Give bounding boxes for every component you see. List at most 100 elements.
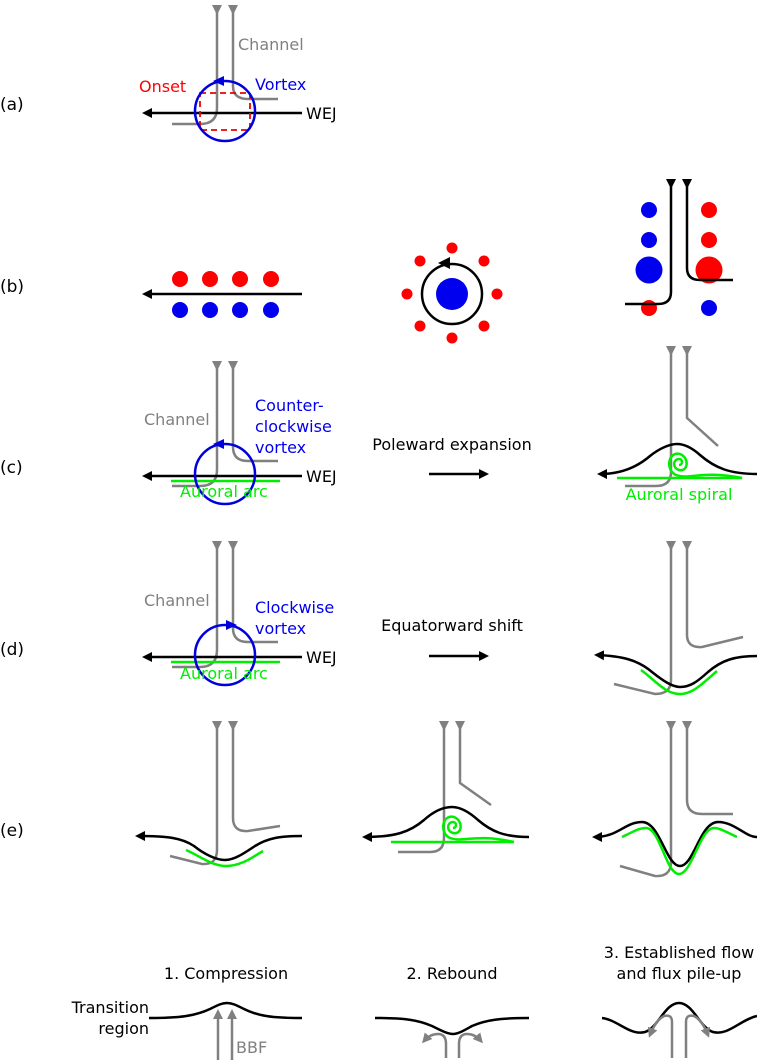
flow-circle xyxy=(420,262,484,326)
row-b: (b) xyxy=(0,179,733,344)
rebound-panel xyxy=(374,1016,530,1058)
positive-charge xyxy=(446,332,458,344)
onset-box xyxy=(199,92,251,131)
positive-charge xyxy=(401,288,413,300)
stage3-label-line2: and flux pile-up xyxy=(617,964,742,983)
auroral-spiral-label: Auroral spiral xyxy=(626,485,733,504)
channel-line-right xyxy=(228,361,278,463)
wej-label: WEJ xyxy=(306,467,337,486)
auroral-arc-label: Auroral arc xyxy=(180,482,268,501)
cw-direction-icon xyxy=(226,620,237,630)
double-bulge-panel xyxy=(592,721,757,878)
positive-charge xyxy=(414,320,426,332)
row-c: (c) Channel WEJ Counter- clockwise vorte… xyxy=(0,346,757,506)
wej-curve xyxy=(597,442,757,479)
wej-curve xyxy=(594,650,757,689)
row-label-e: (e) xyxy=(0,821,24,841)
channel-label: Channel xyxy=(144,591,210,610)
positive-charge xyxy=(478,320,490,332)
wej-curve xyxy=(362,805,530,842)
channel-line-right xyxy=(228,541,278,644)
vortex-label-line1: Counter- xyxy=(255,396,324,415)
channel-line-left xyxy=(619,721,676,878)
vortex-label-line3: vortex xyxy=(255,438,306,457)
spiral-panel xyxy=(362,721,530,854)
auroral-arc-label: Auroral arc xyxy=(180,664,268,683)
stage3-label-line1: 3. Established flow xyxy=(604,943,754,962)
transition-label: Equatorward shift xyxy=(381,616,523,635)
onset-label: Onset xyxy=(139,77,186,96)
positive-charge xyxy=(478,255,490,267)
auroral-spiral xyxy=(442,815,515,844)
charge-layer-panel xyxy=(142,271,302,318)
vortex-direction-icon xyxy=(213,76,224,86)
vortex-charge-panel xyxy=(401,242,503,344)
row-label-a: (a) xyxy=(0,95,24,115)
channel-label: Channel xyxy=(144,410,210,429)
positive-charge xyxy=(695,256,723,284)
pileup-panel xyxy=(601,1001,757,1058)
transition-boundary xyxy=(601,1001,757,1034)
channel-line-right xyxy=(228,5,278,101)
positive-charge xyxy=(172,271,188,287)
channel-line-right xyxy=(682,346,719,447)
positive-charge xyxy=(202,271,218,287)
flow-line-left xyxy=(625,179,676,306)
channel-line-right xyxy=(682,721,733,816)
channel-line-right xyxy=(682,541,744,649)
row-label-b: (b) xyxy=(0,277,24,297)
positive-charge xyxy=(263,271,279,287)
wej-curve xyxy=(592,820,757,868)
transition-label: Poleward expansion xyxy=(372,435,531,454)
cw-vortex-panel: Channel WEJ Clockwise vortex Auroral arc xyxy=(142,541,337,687)
channel-line-left xyxy=(169,721,222,866)
positive-charge xyxy=(641,300,657,316)
channel-line-right xyxy=(455,721,492,807)
channel-line-left xyxy=(625,346,676,488)
negative-charge xyxy=(436,278,468,310)
bottom-stages: 1. Compression 2. Rebound 3. Established… xyxy=(71,943,757,1060)
negative-charge xyxy=(172,302,188,318)
transition-region-line2: region xyxy=(98,1019,149,1038)
negative-charge xyxy=(202,302,218,318)
negative-charge xyxy=(635,256,663,284)
flow-direction-icon xyxy=(438,257,450,269)
rebound-arrow-right xyxy=(457,1032,483,1058)
positive-charge xyxy=(232,271,248,287)
transition-region-line1: Transition xyxy=(71,998,149,1017)
channel-line-right xyxy=(228,721,281,833)
channel-label: Channel xyxy=(238,35,304,54)
negative-charge xyxy=(641,232,657,248)
stage2-label: 2. Rebound xyxy=(407,964,498,983)
row-e: (e) xyxy=(0,721,757,878)
negative-charge xyxy=(263,302,279,318)
auroral-arc-curve xyxy=(621,826,738,876)
pileup-arrow-left xyxy=(647,1014,674,1058)
positive-charge xyxy=(701,232,717,248)
auroral-spiral-panel: Auroral spiral xyxy=(597,346,757,504)
wej-label: WEJ xyxy=(306,104,337,123)
transition-boundary xyxy=(148,1001,303,1020)
compression-panel: BBF xyxy=(148,1001,303,1060)
pileup-arrow-right xyxy=(684,1014,711,1058)
ccw-direction-icon xyxy=(213,439,224,449)
vortex-label-line2: clockwise xyxy=(255,417,332,436)
ccw-vortex-panel: Channel WEJ Counter- clockwise vortex Au… xyxy=(142,361,337,506)
channel-line-left xyxy=(398,721,449,854)
bbf-label: BBF xyxy=(236,1038,267,1057)
flow-line-right xyxy=(682,179,733,282)
transition-boundary xyxy=(374,1016,530,1036)
vortex-label-line2: vortex xyxy=(255,619,306,638)
row-label-d: (d) xyxy=(0,640,24,660)
auroral-arc-curve xyxy=(640,668,718,696)
rebound-arrow-left xyxy=(422,1032,448,1058)
wej-curve xyxy=(135,831,303,862)
stage1-label: 1. Compression xyxy=(164,964,288,983)
equatorward-panel xyxy=(594,541,757,696)
vortex-circle xyxy=(193,623,257,687)
positive-charge xyxy=(446,242,458,254)
row-a: (a) Channel WEJ Onset Vortex xyxy=(0,5,337,143)
vortex-circle xyxy=(193,442,257,506)
positive-charge xyxy=(414,255,426,267)
negative-charge xyxy=(701,300,717,316)
